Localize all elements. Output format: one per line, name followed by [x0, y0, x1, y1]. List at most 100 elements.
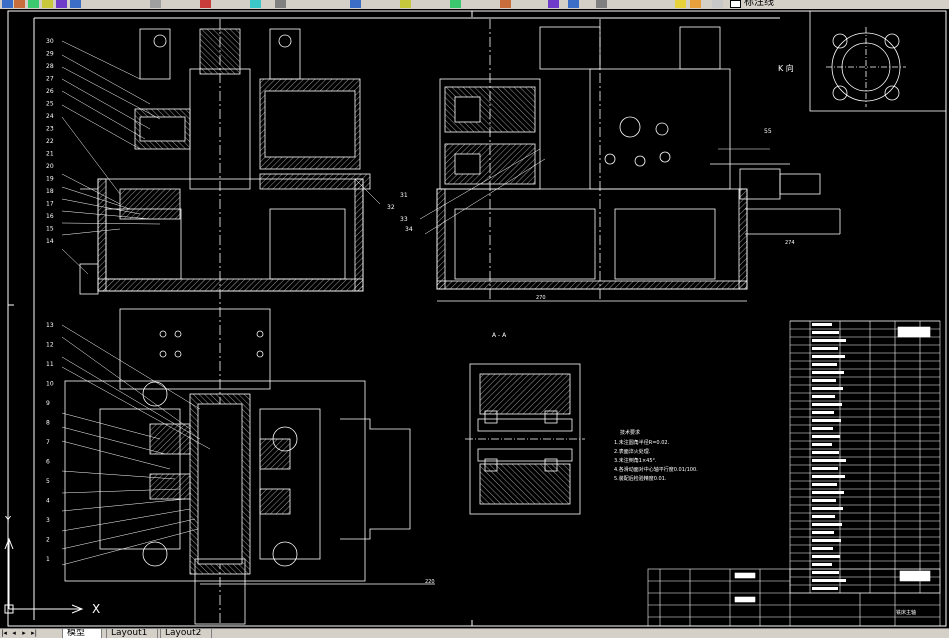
balloon-23: 23: [46, 126, 54, 133]
balloon-22: 22: [46, 138, 54, 145]
dim-right: 274: [785, 240, 795, 246]
bom-row-text: [812, 555, 840, 558]
tech-req-title: 技术要求: [620, 429, 640, 436]
balloon-29: 29: [46, 51, 54, 58]
balloon-26: 26: [46, 88, 54, 95]
toolbar-icon-11[interactable]: [350, 0, 361, 8]
bom-row-text: [812, 355, 845, 358]
toolbar-icon-5[interactable]: [56, 0, 67, 8]
balloon-32: 32: [387, 204, 395, 211]
balloon-7: 7: [46, 439, 50, 446]
balloon-34: 34: [405, 226, 413, 233]
title-block-name: 铣床主轴: [896, 609, 916, 616]
balloon-3: 3: [46, 517, 50, 524]
toolbar-icon-15[interactable]: [548, 0, 559, 8]
balloon-30: 30: [46, 38, 54, 45]
toolbar-icon-9[interactable]: [250, 0, 261, 8]
toolbar-icon-2[interactable]: [14, 0, 25, 8]
toolbar-icon-10[interactable]: [275, 0, 286, 8]
technical-requirements: 技术要求 1.未注圆角半径R=0.02. 2.表面淬火处理. 3.未注倒角1×4…: [614, 429, 698, 482]
toolbar-icon-17[interactable]: [596, 0, 607, 8]
bom-row-text: [812, 459, 846, 462]
toolbar-icon-6[interactable]: [70, 0, 81, 8]
bom-row-text: [812, 467, 838, 470]
toolbar-icon-7[interactable]: [150, 0, 161, 8]
balloon-17: 17: [46, 201, 54, 208]
tab-layout2[interactable]: Layout2: [160, 629, 212, 638]
ucs-icon: [4, 537, 84, 614]
toolbar-icon-13[interactable]: [450, 0, 461, 8]
tab-next-button[interactable]: ▸: [22, 629, 26, 637]
toolbar-icon-8[interactable]: [200, 0, 211, 8]
tech-req-line-4: 4.各滑动面对中心轴平行度0.01/100.: [614, 466, 698, 473]
side-section-view: [436, 19, 841, 302]
tab-prev-button[interactable]: ◂: [12, 629, 16, 637]
toolbar-icon-12[interactable]: [400, 0, 411, 8]
tab-last-button[interactable]: ▸|: [31, 629, 37, 637]
section-a-a: [465, 363, 585, 515]
balloon-4: 4: [46, 498, 50, 505]
layout-tab-bar: |◂ ◂ ▸ ▸| 模型 Layout1 Layout2: [0, 628, 949, 638]
drawing-frame: [7, 10, 947, 627]
bom-row-text: [812, 547, 833, 550]
balloon-14: 14: [46, 238, 54, 245]
balloon-33: 33: [400, 216, 408, 223]
tab-model[interactable]: 模型: [62, 629, 102, 638]
balloon-55: 55: [764, 128, 772, 135]
cad-drawing: K 向: [4, 10, 947, 627]
bom-row-text: [812, 515, 835, 518]
leader-lines: [61, 40, 770, 566]
balloon-15: 15: [46, 226, 54, 233]
layer-lightbulb-icon[interactable]: [675, 0, 686, 8]
toolbar-icon-16[interactable]: [568, 0, 579, 8]
bom-row-text: [812, 571, 839, 574]
bom-row-text: [812, 451, 839, 454]
layer-sun-icon[interactable]: [690, 0, 701, 8]
section-label: A - A: [492, 332, 507, 339]
bom-row-text: [812, 563, 832, 566]
layer-name-display[interactable]: 标注线: [744, 0, 774, 8]
bom-row-text: [812, 579, 846, 582]
balloon-10: 10: [46, 381, 54, 388]
bom-row-text: [812, 435, 840, 438]
toolbar-icon-14[interactable]: [500, 0, 511, 8]
k-view-label: K 向: [778, 63, 794, 73]
title-block: [647, 568, 941, 627]
tech-req-line-5: 5.装配后检验精度0.01.: [614, 475, 667, 482]
balloon-16: 16: [46, 213, 54, 220]
toolbar-icon-1[interactable]: [2, 0, 13, 8]
toolbar-icon-4[interactable]: [42, 0, 53, 8]
layer-lock-icon[interactable]: [712, 0, 723, 8]
toolbar-icon-3[interactable]: [28, 0, 39, 8]
layer-color-icon[interactable]: [730, 0, 741, 8]
balloon-13: 13: [46, 322, 54, 329]
tech-req-line-2: 2.表面淬火处理.: [614, 448, 651, 455]
balloon-5: 5: [46, 478, 50, 485]
balloon-19: 19: [46, 176, 54, 183]
bom-row-text: [812, 379, 836, 382]
tech-req-line-3: 3.未注倒角1×45°.: [614, 457, 657, 464]
dim-bottom-mid: 270: [536, 295, 546, 301]
plan-view: [64, 308, 435, 625]
bom-row-text: [812, 499, 836, 502]
balloon-27: 27: [46, 76, 54, 83]
tech-req-line-1: 1.未注圆角半径R=0.02.: [614, 439, 670, 446]
bom-row-text: [812, 347, 838, 350]
bom-row-text: [812, 419, 841, 422]
tab-first-button[interactable]: |◂: [1, 629, 7, 637]
balloon-21: 21: [46, 151, 54, 158]
balloon-8: 8: [46, 420, 50, 427]
bom-row-text: [812, 395, 835, 398]
balloon-24: 24: [46, 113, 54, 120]
drawing-canvas[interactable]: K 向: [0, 9, 949, 628]
bom-row-text: [812, 411, 834, 414]
parts-list: [789, 320, 941, 594]
balloon-18: 18: [46, 188, 54, 195]
balloon-28: 28: [46, 63, 54, 70]
balloon-2: 2: [46, 537, 50, 544]
tab-layout1[interactable]: Layout1: [106, 629, 158, 638]
bom-row-text: [812, 403, 842, 406]
bom-row-text: [812, 491, 844, 494]
